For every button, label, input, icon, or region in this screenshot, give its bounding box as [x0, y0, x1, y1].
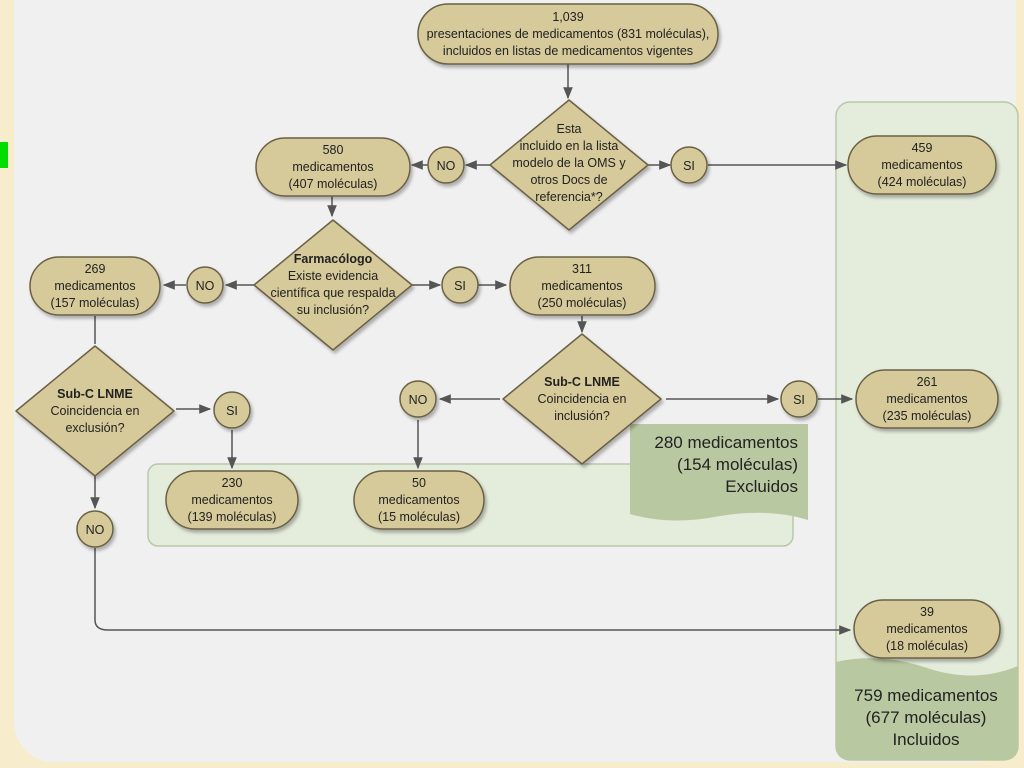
decision-inclusion-title: Sub-C LNME	[544, 375, 620, 389]
decision-exclusion-line-1: Coincidencia en	[51, 404, 140, 418]
node-39-line-1: 39	[920, 605, 934, 619]
decision-farmacologo-title: Farmacólogo	[294, 252, 373, 266]
label-no-oms-text: NO	[437, 159, 456, 173]
node-230: 230 medicamentos (139 moléculas)	[165, 470, 299, 530]
node-261-line-3: (235 moléculas)	[883, 409, 972, 423]
decision-inclusion-line-1: Coincidencia en	[538, 392, 627, 406]
decision-farmacologo-line-1: Existe evidencia	[288, 269, 378, 283]
label-si-incl: SI	[780, 380, 818, 418]
node-261-line-1: 261	[917, 375, 938, 389]
node-269: 269 medicamentos (157 moléculas)	[29, 256, 161, 316]
excluded-banner-line-3: Excluidos	[725, 477, 798, 496]
label-no-farm-text: NO	[196, 279, 215, 293]
node-311: 311 medicamentos (250 moléculas)	[509, 256, 656, 316]
node-580-line-2: medicamentos	[292, 160, 373, 174]
side-marker	[0, 142, 8, 168]
node-459-line-2: medicamentos	[881, 158, 962, 172]
excluded-banner-line-1: 280 medicamentos	[654, 433, 798, 452]
node-50-line-2: medicamentos	[378, 493, 459, 507]
node-269-line-2: medicamentos	[54, 279, 135, 293]
label-no-excl-text: NO	[86, 523, 105, 537]
decision-oms-line-5: referencia*?	[535, 190, 602, 204]
node-50-line-3: (15 moléculas)	[378, 510, 460, 524]
label-si-excl-text: SI	[226, 404, 238, 418]
decision-inclusion: Sub-C LNME Coincidencia en inclusión?	[502, 333, 662, 465]
node-39-line-2: medicamentos	[886, 622, 967, 636]
node-580-line-1: 580	[323, 143, 344, 157]
decision-oms-line-3: modelo de la OMS y	[512, 156, 626, 170]
node-580-line-3: (407 moléculas)	[289, 177, 378, 191]
decision-farmacologo-line-2: científica que respalda	[270, 286, 395, 300]
decision-oms-line-2: incluido en la lista	[520, 139, 619, 153]
node-269-line-3: (157 moléculas)	[51, 296, 140, 310]
node-311-line-2: medicamentos	[541, 279, 622, 293]
node-269-line-1: 269	[85, 262, 106, 276]
node-start: 1,039 presentaciones de medicamentos (83…	[417, 3, 719, 65]
included-banner-line-3: Incluidos	[892, 730, 959, 749]
decision-oms: Esta incluido en la lista modelo de la O…	[489, 99, 649, 231]
node-39: 39 medicamentos (18 moléculas)	[853, 599, 1001, 659]
node-start-line-3: incluidos en listas de medicamentos vige…	[443, 44, 693, 58]
node-230-line-3: (139 moléculas)	[188, 510, 277, 524]
included-banner-line-2: (677 moléculas)	[866, 708, 987, 727]
node-261-line-2: medicamentos	[886, 392, 967, 406]
node-459: 459 medicamentos (424 moléculas)	[847, 135, 997, 195]
included-banner-line-1: 759 medicamentos	[854, 686, 998, 705]
node-50-line-1: 50	[412, 476, 426, 490]
label-si-farm: SI	[441, 266, 479, 304]
node-39-line-3: (18 moléculas)	[886, 639, 968, 653]
excluded-banner-shape	[630, 424, 808, 521]
decision-exclusion-line-2: exclusión?	[65, 421, 124, 435]
label-no-excl: NO	[76, 510, 114, 548]
node-start-line-1: 1,039	[552, 10, 583, 24]
decision-oms-line-1: Esta	[556, 122, 581, 136]
included-panel: 759 medicamentos (677 moléculas) Incluid…	[835, 101, 1019, 761]
label-no-farm: NO	[186, 266, 224, 304]
node-start-line-2: presentaciones de medicamentos (831 molé…	[427, 27, 710, 41]
node-230-line-2: medicamentos	[191, 493, 272, 507]
node-311-line-1: 311	[572, 262, 592, 276]
label-si-farm-text: SI	[454, 279, 466, 293]
included-banner-shape	[836, 658, 1018, 760]
decision-oms-line-4: otros Docs de	[530, 173, 607, 187]
label-si-excl: SI	[213, 391, 251, 429]
label-no-incl-text: NO	[409, 393, 428, 407]
connectors	[90, 64, 854, 635]
node-261: 261 medicamentos (235 moléculas)	[855, 369, 999, 429]
label-si-oms-text: SI	[683, 159, 695, 173]
decision-farmacologo: Farmacólogo Existe evidencia científica …	[253, 219, 413, 351]
label-no-incl: NO	[399, 380, 437, 418]
excluded-panel: 280 medicamentos (154 moléculas) Excluid…	[147, 424, 808, 547]
label-si-incl-text: SI	[793, 393, 805, 407]
decision-exclusion-title: Sub-C LNME	[57, 387, 133, 401]
node-459-line-3: (424 moléculas)	[878, 175, 967, 189]
decision-inclusion-line-2: inclusión?	[554, 409, 610, 423]
node-580: 580 medicamentos (407 moléculas)	[255, 137, 411, 197]
label-no-oms: NO	[427, 146, 465, 184]
label-si-oms: SI	[670, 146, 708, 184]
connector-no-to-39	[94, 548, 852, 635]
decision-exclusion: Sub-C LNME Coincidencia en exclusión?	[15, 345, 175, 477]
decision-farmacologo-line-3: su inclusión?	[297, 303, 369, 317]
node-230-line-1: 230	[222, 476, 243, 490]
node-50: 50 medicamentos (15 moléculas)	[353, 470, 485, 530]
node-459-line-1: 459	[912, 141, 933, 155]
node-311-line-3: (250 moléculas)	[538, 296, 627, 310]
excluded-banner-line-2: (154 moléculas)	[677, 455, 798, 474]
